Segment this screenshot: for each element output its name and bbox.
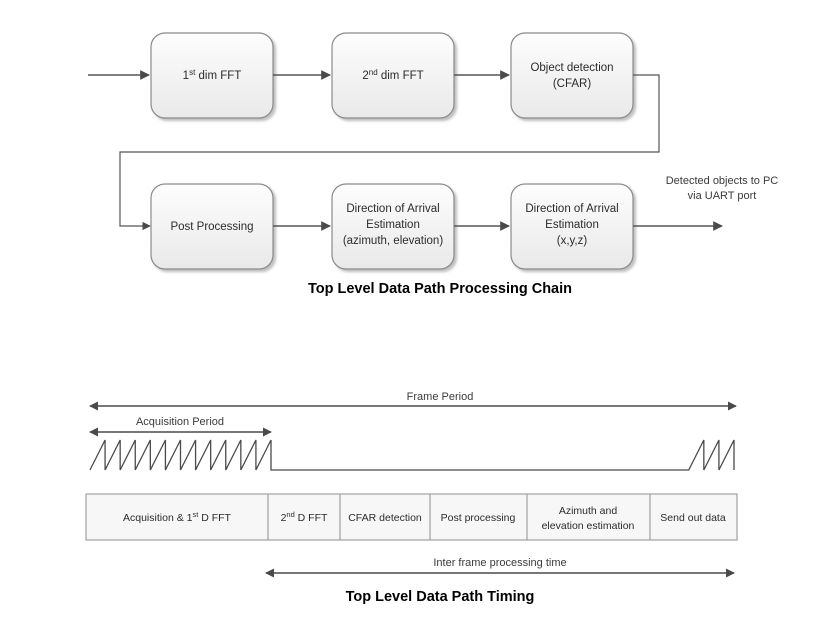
block-object-detection-cfar-shape <box>510 32 634 119</box>
block-object-detection-cfar-label-1: Object detection <box>530 62 613 74</box>
timing-cell-azimuth-elevation-line-1: Azimuth and <box>559 505 618 517</box>
timing-cell-acquisition-fft1: Acquisition & 1st D FFT <box>123 510 232 525</box>
block-object-detection-cfar[interactable]: Object detection (CFAR) <box>510 32 634 119</box>
block-second-dim-fft[interactable]: 2nd dim FFT <box>331 32 455 119</box>
block-first-dim-fft-label: 1st dim FFT <box>183 68 242 83</box>
output-note-line-2: via UART port <box>688 190 757 202</box>
acquisition-period-label: Acquisition Period <box>136 416 224 428</box>
block-first-dim-fft[interactable]: 1st dim FFT <box>150 32 274 119</box>
block-doa-azimuth-elevation-label-1: Direction of Arrival <box>346 203 439 215</box>
block-doa-xyz-label-2: Estimation <box>545 219 599 231</box>
timing-cell-post-processing: Post processing <box>441 512 516 524</box>
block-post-processing[interactable]: Post Processing <box>150 183 274 270</box>
connector-cfar-to-post-processing <box>119 74 660 231</box>
block-doa-xyz[interactable]: Direction of Arrival Estimation (x,y,z) <box>510 183 634 270</box>
block-object-detection-cfar-label-2: (CFAR) <box>553 78 592 90</box>
caption-datapath-timing: Top Level Data Path Timing <box>346 589 535 605</box>
timing-cell-azimuth-elevation-line-2: elevation estimation <box>542 520 635 532</box>
output-note-line-1: Detected objects to PC <box>666 175 779 187</box>
block-second-dim-fft-label: 2nd dim FFT <box>362 68 423 83</box>
chirp-waveform <box>89 439 735 471</box>
block-doa-xyz-label-1: Direction of Arrival <box>525 203 618 215</box>
timing-cell-fft2: 2nd D FFT <box>281 510 328 525</box>
block-doa-azimuth-elevation-label-2: Estimation <box>366 219 420 231</box>
timing-cell-send-out-data: Send out data <box>660 512 726 524</box>
block-doa-xyz-label-3: (x,y,z) <box>557 235 588 247</box>
block-doa-azimuth-elevation[interactable]: Direction of Arrival Estimation (azimuth… <box>331 183 455 270</box>
block-doa-azimuth-elevation-label-3: (azimuth, elevation) <box>343 235 444 247</box>
block-post-processing-label: Post Processing <box>170 221 253 233</box>
timing-table: Acquisition & 1st D FFT 2nd D FFT CFAR d… <box>85 493 738 541</box>
timing-table-outline <box>85 493 738 541</box>
caption-processing-chain: Top Level Data Path Processing Chain <box>308 281 572 297</box>
frame-period-label: Frame Period <box>407 391 474 403</box>
timing-cell-cfar-detection: CFAR detection <box>348 512 422 524</box>
chirp-waveform-path <box>89 439 735 471</box>
inter-frame-processing-label: Inter frame processing time <box>433 557 566 569</box>
